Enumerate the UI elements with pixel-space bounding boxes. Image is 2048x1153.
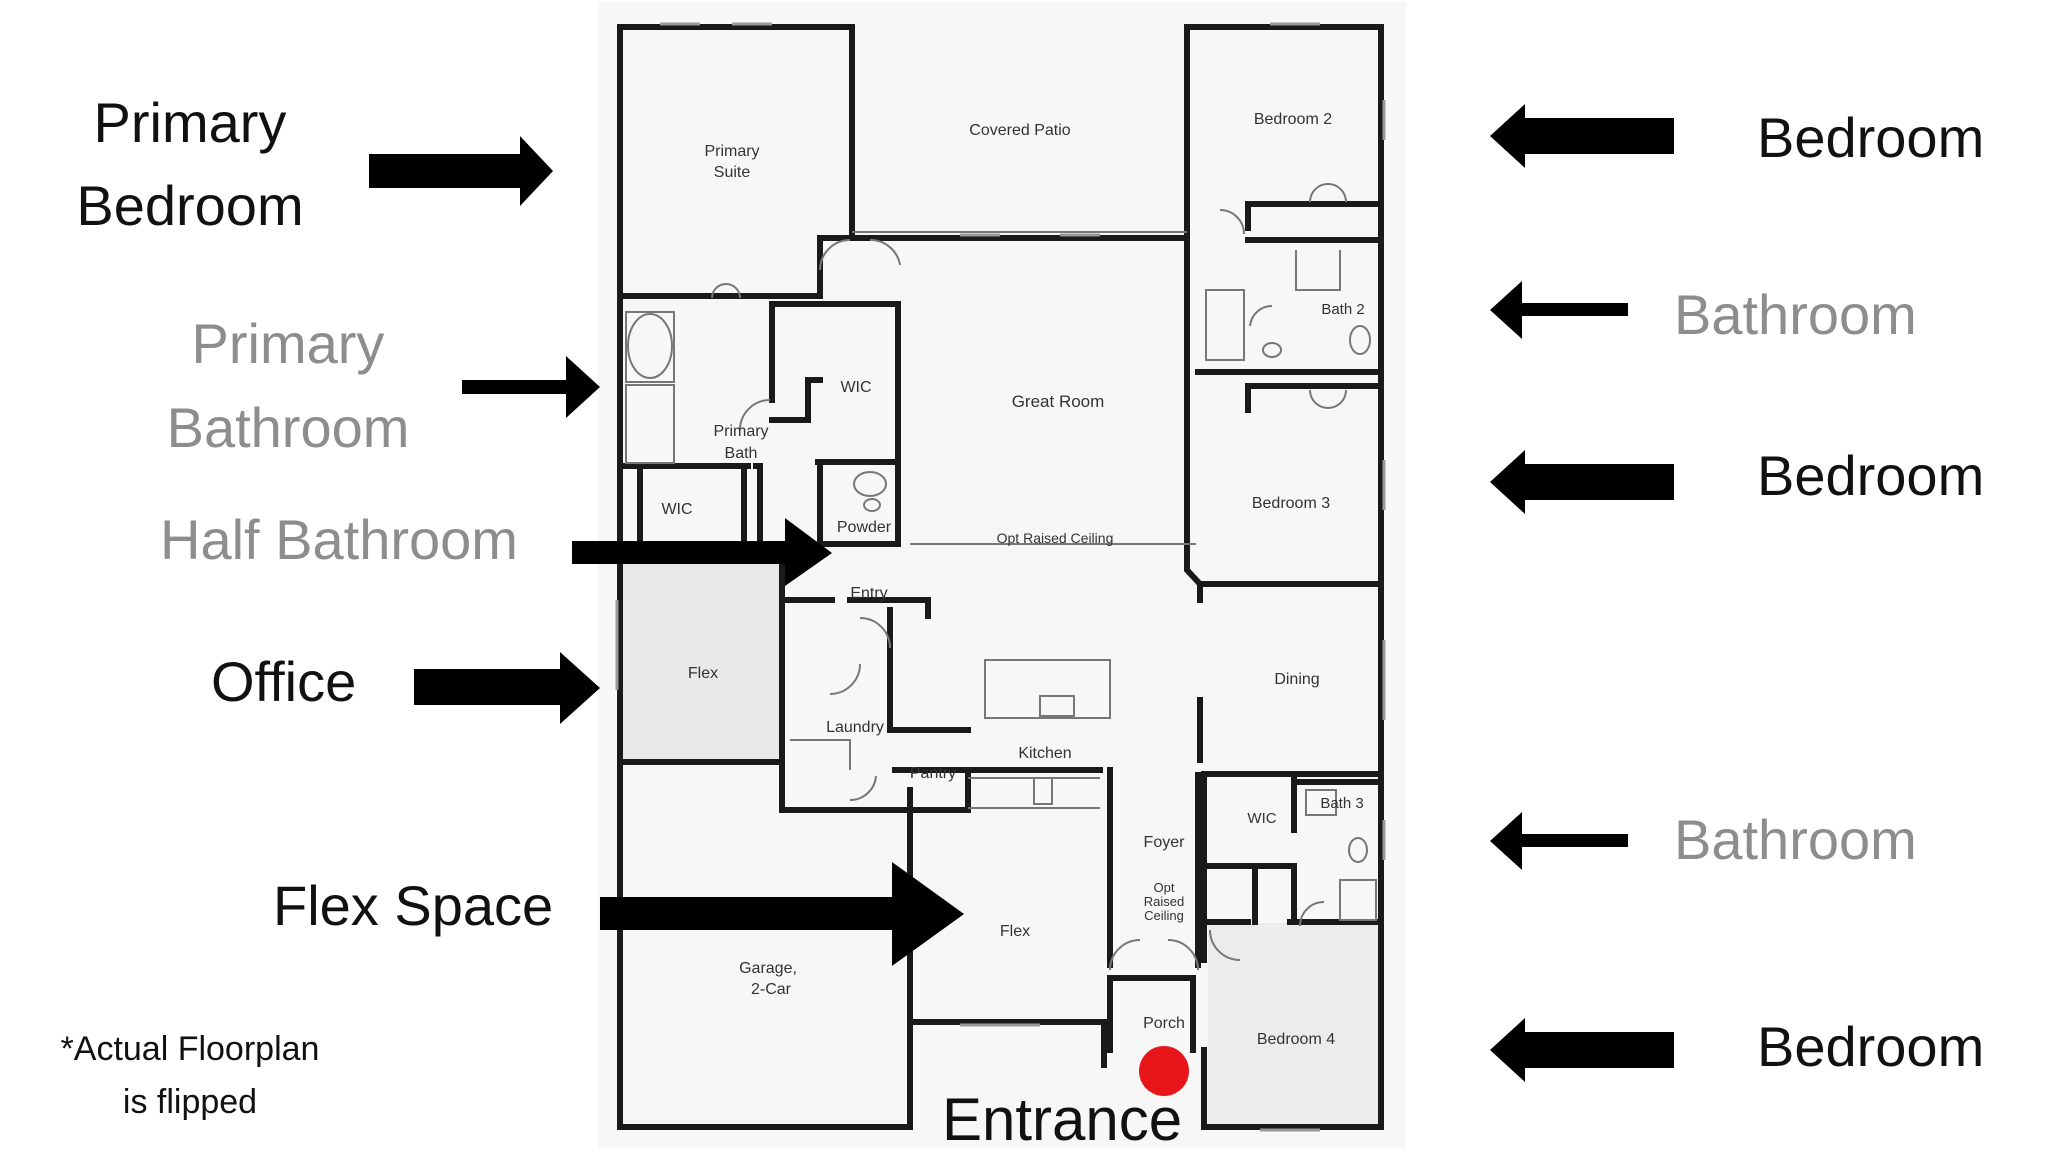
entrance-marker (1139, 1046, 1189, 1096)
room-dining: Dining (1274, 671, 1319, 688)
room-covered-patio: Covered Patio (969, 122, 1070, 139)
arrow-office (414, 652, 600, 724)
room-primary-suite-2: Suite (714, 164, 751, 181)
label-entrance: Entrance (942, 1086, 1183, 1153)
room-garage-1: Garage, (739, 960, 797, 977)
arrow-flex-space (600, 862, 964, 966)
label-half-bathroom: Half Bathroom (160, 508, 518, 571)
flex-office-fill (620, 557, 783, 762)
room-opt-raised-ceiling: Opt Raised Ceiling (997, 530, 1114, 546)
arrow-primary-bedroom (369, 136, 553, 206)
room-bedroom-2: Bedroom 2 (1254, 111, 1332, 128)
room-wic-bed4: WIC (1247, 810, 1276, 827)
room-bedroom-4: Bedroom 4 (1257, 1031, 1335, 1048)
label-office: Office (211, 650, 357, 713)
room-bath-3: Bath 3 (1320, 795, 1363, 812)
label-primary-bathroom-2: Bathroom (166, 396, 410, 459)
arrow-half-bathroom (572, 518, 832, 586)
label-bedroom-4: Bedroom (1757, 1015, 1985, 1078)
arrow-primary-bathroom (462, 356, 600, 418)
room-kitchen: Kitchen (1018, 745, 1071, 762)
room-primary-bath-2: Bath (725, 445, 758, 462)
room-pantry: Pantry (910, 765, 956, 782)
room-foyer: Foyer (1144, 834, 1186, 851)
arrow-bedroom-3 (1490, 450, 1674, 514)
arrow-bath-3 (1490, 812, 1628, 870)
room-primary-suite-1: Primary (704, 143, 759, 160)
room-wic-upper: WIC (840, 379, 871, 396)
room-foyer-ceiling-1: Opt (1154, 880, 1175, 895)
room-entry: Entry (850, 585, 887, 602)
label-primary-bathroom-1: Primary (191, 312, 385, 375)
room-bath-2: Bath 2 (1321, 301, 1364, 318)
room-wic-lower: WIC (661, 501, 692, 518)
room-foyer-ceiling-3: Ceiling (1144, 908, 1184, 923)
note-line-2: is flipped (122, 1083, 258, 1121)
room-laundry: Laundry (826, 719, 884, 736)
room-great-room: Great Room (1012, 392, 1105, 411)
room-porch: Porch (1143, 1015, 1185, 1032)
bedroom-4-fill (1208, 923, 1384, 1128)
label-bath-2: Bathroom (1674, 283, 1917, 346)
label-bedroom-3: Bedroom (1757, 444, 1985, 507)
label-flex-space: Flex Space (273, 874, 554, 937)
room-primary-bath-1: Primary (713, 423, 768, 440)
fixtures (625, 182, 1377, 971)
room-labels: Primary Suite Covered Patio Bedroom 2 Ba… (661, 111, 1364, 1048)
label-primary-bedroom-1: Primary (93, 91, 287, 154)
label-primary-bedroom-2: Bedroom (76, 174, 304, 237)
room-flex-front: Flex (1000, 923, 1030, 940)
room-powder: Powder (837, 519, 892, 536)
arrow-bedroom-2 (1490, 104, 1674, 168)
room-bedroom-3: Bedroom 3 (1252, 495, 1330, 512)
room-garage-2: 2-Car (751, 981, 792, 998)
arrow-bedroom-4 (1490, 1018, 1674, 1082)
label-bedroom-2: Bedroom (1757, 106, 1985, 169)
label-bath-3: Bathroom (1674, 808, 1917, 871)
note-line-1: *Actual Floorplan (60, 1030, 320, 1068)
arrow-bath-2 (1490, 281, 1628, 339)
windows (615, 22, 1386, 1132)
room-foyer-ceiling-2: Raised (1144, 894, 1184, 909)
room-flex-office: Flex (688, 665, 718, 682)
